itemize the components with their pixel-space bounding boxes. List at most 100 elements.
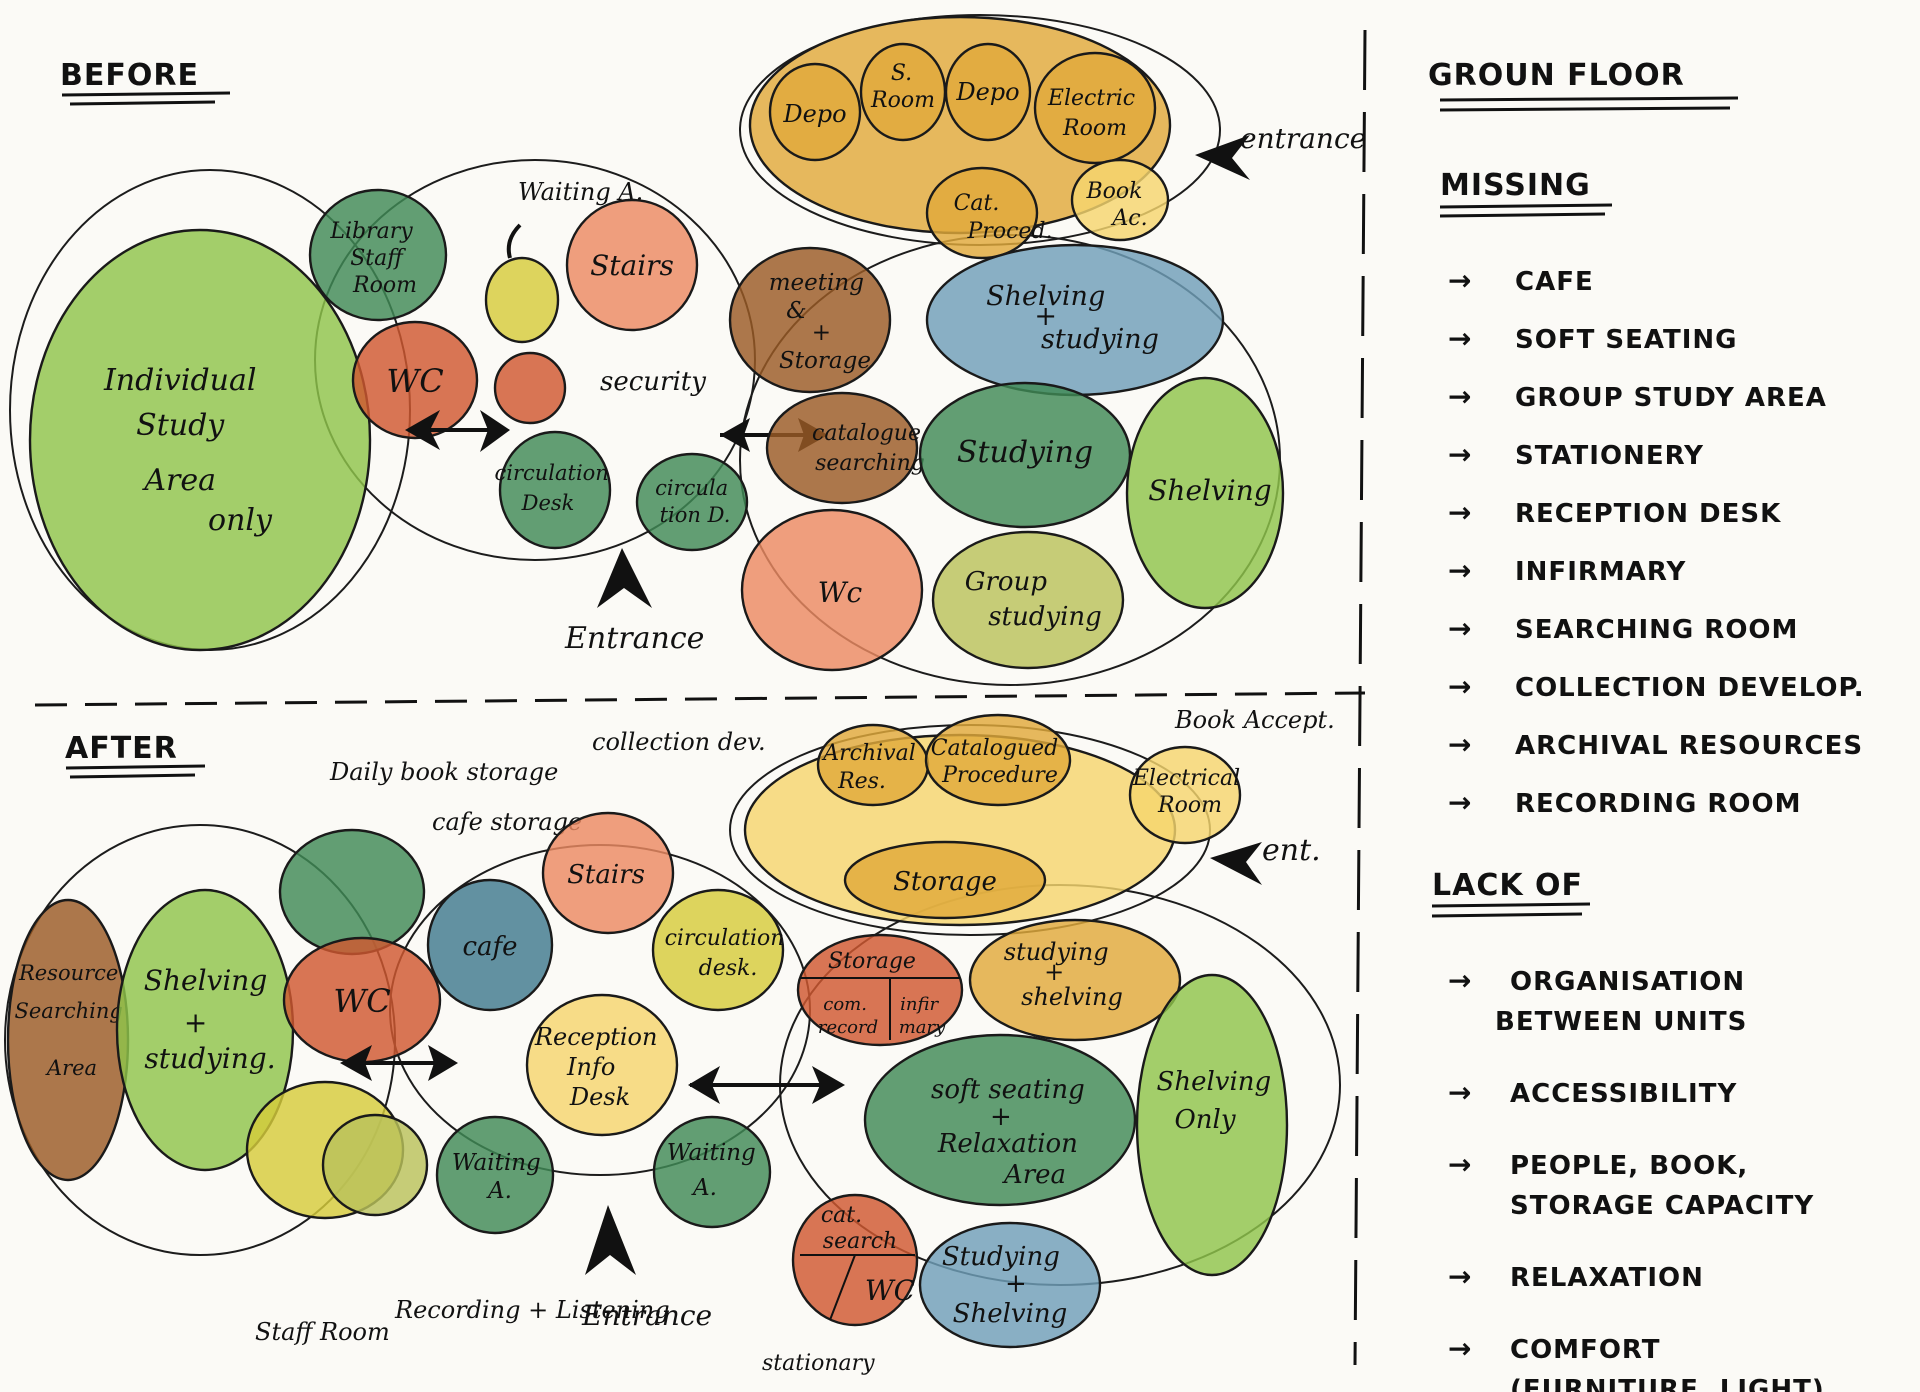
lack-item: STORAGE CAPACITY xyxy=(1510,1191,1814,1221)
after-stairs-bubble xyxy=(541,811,675,935)
missing-item-arrow-icon: → xyxy=(1448,670,1472,703)
before-catalogue-searching-label: catalogue searching xyxy=(812,421,928,476)
after-electrical-room-label: Electrical Room xyxy=(1132,766,1247,818)
before-security-bubble xyxy=(493,351,567,425)
after-resource-searching-bubble xyxy=(6,898,130,1182)
before-book-ac-bubble xyxy=(1070,158,1170,242)
library-staff-room-bubble xyxy=(308,188,448,322)
after-archival-res-label: Archival Res. xyxy=(821,741,923,794)
lack-item-arrow-icon: → xyxy=(1448,1332,1472,1365)
missing-item-arrow-icon: → xyxy=(1448,554,1472,587)
before-entrance-label: Entrance xyxy=(564,621,704,656)
missing-item: STATIONERY xyxy=(1515,441,1704,471)
before-right-entrance-arrow-icon xyxy=(1195,135,1250,180)
after-reception-arrow-head-right xyxy=(812,1066,845,1104)
before-group-studying-label: Group studying xyxy=(965,567,1102,632)
lack-of-underline xyxy=(1431,902,1591,908)
before-catalogue-arrow-head-left xyxy=(720,418,750,452)
after-storage-top-bubble xyxy=(843,840,1047,920)
before-waiting-bubble xyxy=(484,256,560,344)
after-wc-arrow-head-left xyxy=(340,1045,372,1081)
after-entrance-arrow-icon xyxy=(585,1205,636,1275)
missing-title: MISSING xyxy=(1440,168,1591,203)
after-waiting-1-bubble xyxy=(435,1115,555,1235)
missing-item-arrow-icon: → xyxy=(1448,496,1472,529)
notes-section: GROUN FLOOR MISSING →CAFE→SOFT SEATING→G… xyxy=(1428,58,1865,1392)
after-waiting-2-label: Waiting A. xyxy=(667,1140,763,1201)
missing-item-arrow-icon: → xyxy=(1448,438,1472,471)
after-studying-shelving-label: studying + shelving xyxy=(1004,938,1123,1011)
after-title-underline-2 xyxy=(69,773,196,779)
after-reception-desk-bubble xyxy=(525,993,679,1137)
after-waiting-1-label: Waiting A. xyxy=(452,1150,548,1204)
after-shelving-only-label: Shelving Only xyxy=(1157,1067,1280,1135)
after-cat-search-label: cat. search xyxy=(821,1203,897,1254)
after-section: AFTER Resource Searching Area Shelving +… xyxy=(4,706,1341,1376)
before-entrance-arrow-icon xyxy=(597,548,652,608)
after-storage-top-label: Storage xyxy=(893,867,997,897)
after-circulation-desk-label: circulation desk. xyxy=(665,926,792,981)
after-cat-search-bubble xyxy=(791,1193,919,1327)
after-shelving-only-bubble xyxy=(1135,973,1289,1277)
before-depo-1-label: Depo xyxy=(782,100,846,128)
before-depo-2-bubble xyxy=(944,42,1032,142)
after-com-record-label: com. record xyxy=(818,994,878,1038)
before-circulation-desk-1-label: circulation Desk xyxy=(494,461,615,515)
before-electric-room-bubble xyxy=(1033,51,1157,165)
individual-study-label: Individual Study Area only xyxy=(103,363,273,538)
library-staff-room-label: Library Staff Room xyxy=(329,219,419,298)
before-right-entrance-label: entrance xyxy=(1240,122,1366,155)
missing-list: →CAFE→SOFT SEATING→GROUP STUDY AREA→STAT… xyxy=(1448,264,1865,819)
before-depo-1-bubble xyxy=(768,62,862,162)
before-circulation-desk-1-bubble xyxy=(498,430,612,550)
missing-item: SOFT SEATING xyxy=(1515,325,1737,355)
after-recording-label: Recording + Listening xyxy=(394,1296,670,1324)
after-daily-book-storage-label: Daily book storage xyxy=(329,758,558,786)
missing-item: SEARCHING ROOM xyxy=(1515,615,1798,645)
after-wc-label: WC xyxy=(333,982,390,1020)
before-circulation-desk-2-label: circula tion D. xyxy=(655,476,735,527)
lack-item: COMFORT xyxy=(1510,1335,1661,1365)
after-wc-arrow-head-right xyxy=(428,1045,458,1081)
before-after-divider xyxy=(34,691,1366,707)
lack-item: RELAXATION xyxy=(1510,1263,1704,1293)
before-group-studying-bubble xyxy=(931,530,1125,670)
after-studying-shelving-2-label: Studying + Shelving xyxy=(942,1242,1068,1329)
before-shelving-bubble xyxy=(1125,376,1285,610)
before-cat-proced-bubble xyxy=(925,166,1039,260)
individual-study-bubble xyxy=(28,228,372,652)
after-cafe-storage-label: cafe storage xyxy=(432,808,582,836)
after-book-accept-label: Book Accept. xyxy=(1174,706,1335,734)
after-wc2-label: WC xyxy=(865,1274,915,1307)
before-security-label: security xyxy=(600,367,706,397)
before-circulation-desk-2-bubble xyxy=(635,452,749,552)
missing-underline xyxy=(1439,203,1613,209)
lack-item-arrow-icon: → xyxy=(1448,1148,1472,1181)
before-shelving-label: Shelving xyxy=(1148,474,1271,507)
after-collection-dev-label: collection dev. xyxy=(592,728,766,756)
notes-divider xyxy=(1353,29,1367,1366)
before-meeting-storage-label: meeting & + Storage xyxy=(769,270,871,374)
after-cat-search-divider-diag xyxy=(829,1254,856,1321)
before-cat-proced-label: Cat. Proced. xyxy=(954,191,1053,244)
after-circulation-desk-bubble xyxy=(651,888,785,1012)
before-stairs-bubble xyxy=(565,198,699,332)
lack-item-arrow-icon: → xyxy=(1448,1076,1472,1109)
after-stairs-label: Stairs xyxy=(567,860,645,890)
before-section: BEFORE Individual Study Area only Librar… xyxy=(9,14,1366,686)
before-wc-arrow-head-right xyxy=(480,410,510,452)
missing-item: COLLECTION DEVELOP. xyxy=(1515,673,1865,703)
after-cafe-label: cafe xyxy=(462,932,517,962)
before-title-underline xyxy=(61,91,231,97)
after-cafe-bubble xyxy=(426,878,554,1012)
after-right-entrance-arrow-icon xyxy=(1210,842,1262,885)
before-electric-room-label: Electric Room xyxy=(1047,86,1142,141)
before-studying-bubble xyxy=(918,381,1132,529)
before-wc-arrow-head-left xyxy=(405,410,440,450)
lack-item-arrow-icon: → xyxy=(1448,1260,1472,1293)
missing-item-arrow-icon: → xyxy=(1448,612,1472,645)
missing-item-arrow-icon: → xyxy=(1448,264,1472,297)
before-title-underline-2 xyxy=(69,100,216,106)
